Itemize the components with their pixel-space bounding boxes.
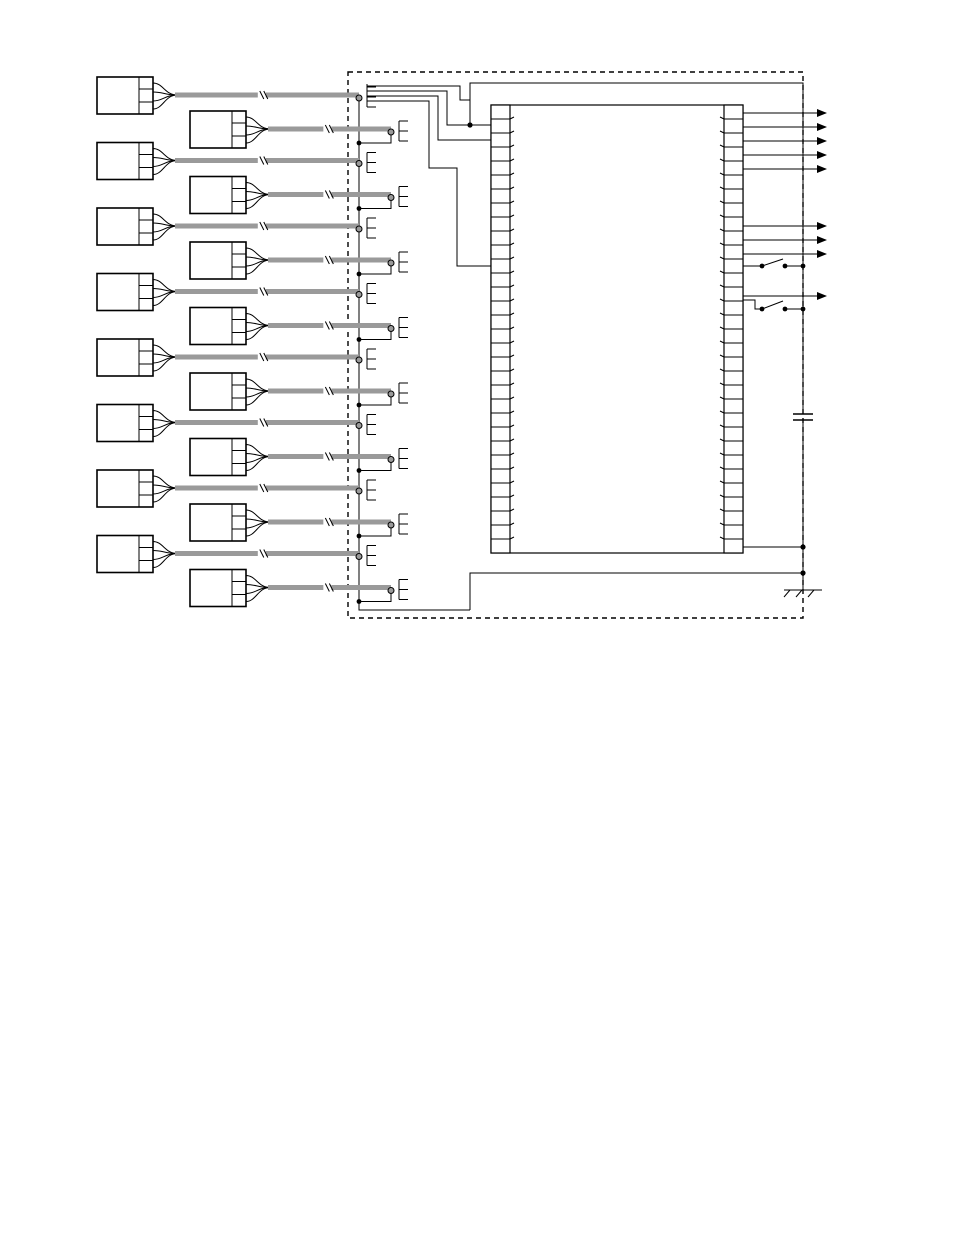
sensor-left-1-box <box>97 77 153 114</box>
sensor-right-7-box <box>190 504 246 541</box>
sensor-right-4-box <box>190 308 246 345</box>
switch-2 <box>743 300 805 311</box>
sensor-right-8-box <box>190 570 246 607</box>
sensor-right-8-terminal <box>388 588 394 594</box>
sensor-left-2-terminal <box>356 161 362 167</box>
sensor-left-2-box <box>97 143 153 180</box>
sensor-left-3-terminal <box>356 226 362 232</box>
sensor-left-7-terminal <box>356 488 362 494</box>
capacitor <box>743 260 813 590</box>
sensor-left-8-box <box>97 536 153 573</box>
sensor-left-5-terminal <box>356 357 362 363</box>
sensor-right-8 <box>190 570 408 607</box>
sensor-right-2-box <box>190 177 246 214</box>
sensor-right-5-terminal <box>388 391 394 397</box>
sensor-right-6 <box>190 439 408 476</box>
sensor-right-7-terminal <box>388 522 394 528</box>
sensor-right-7 <box>190 504 408 541</box>
sensor-right-5-box <box>190 373 246 410</box>
sensor-left-3-box <box>97 208 153 245</box>
sensor-left-5-box <box>97 339 153 376</box>
sensor-left-6-box <box>97 405 153 442</box>
sensor-right-6-box <box>190 439 246 476</box>
sensor-right-4-terminal <box>388 326 394 332</box>
sensor-right-5 <box>190 373 408 410</box>
ground-symbol <box>359 570 822 610</box>
sensor-right-2-terminal <box>388 195 394 201</box>
sensor-right-2 <box>190 177 408 214</box>
sensor-right-3-box <box>190 242 246 279</box>
sensor-left-8-terminal <box>356 554 362 560</box>
main-module-body <box>491 105 743 553</box>
sensor-right-4 <box>190 308 408 345</box>
switch-1 <box>743 259 805 268</box>
sensor-left-4-terminal <box>356 292 362 298</box>
sensor-left-4-box <box>97 274 153 311</box>
sensor-left-1 <box>97 77 376 114</box>
sensor-right-6-terminal <box>388 457 394 463</box>
sensor-left-7-box <box>97 470 153 507</box>
sensor-right-3 <box>190 242 408 279</box>
sensor-right-1-box <box>190 111 246 148</box>
sensor-right-1-terminal <box>388 129 394 135</box>
output-signals <box>743 113 826 296</box>
sensor-right-3-terminal <box>388 260 394 266</box>
sensor-left-6-terminal <box>356 423 362 429</box>
sensor-right-1 <box>190 111 408 148</box>
sensor-left-1-terminal <box>356 95 362 101</box>
